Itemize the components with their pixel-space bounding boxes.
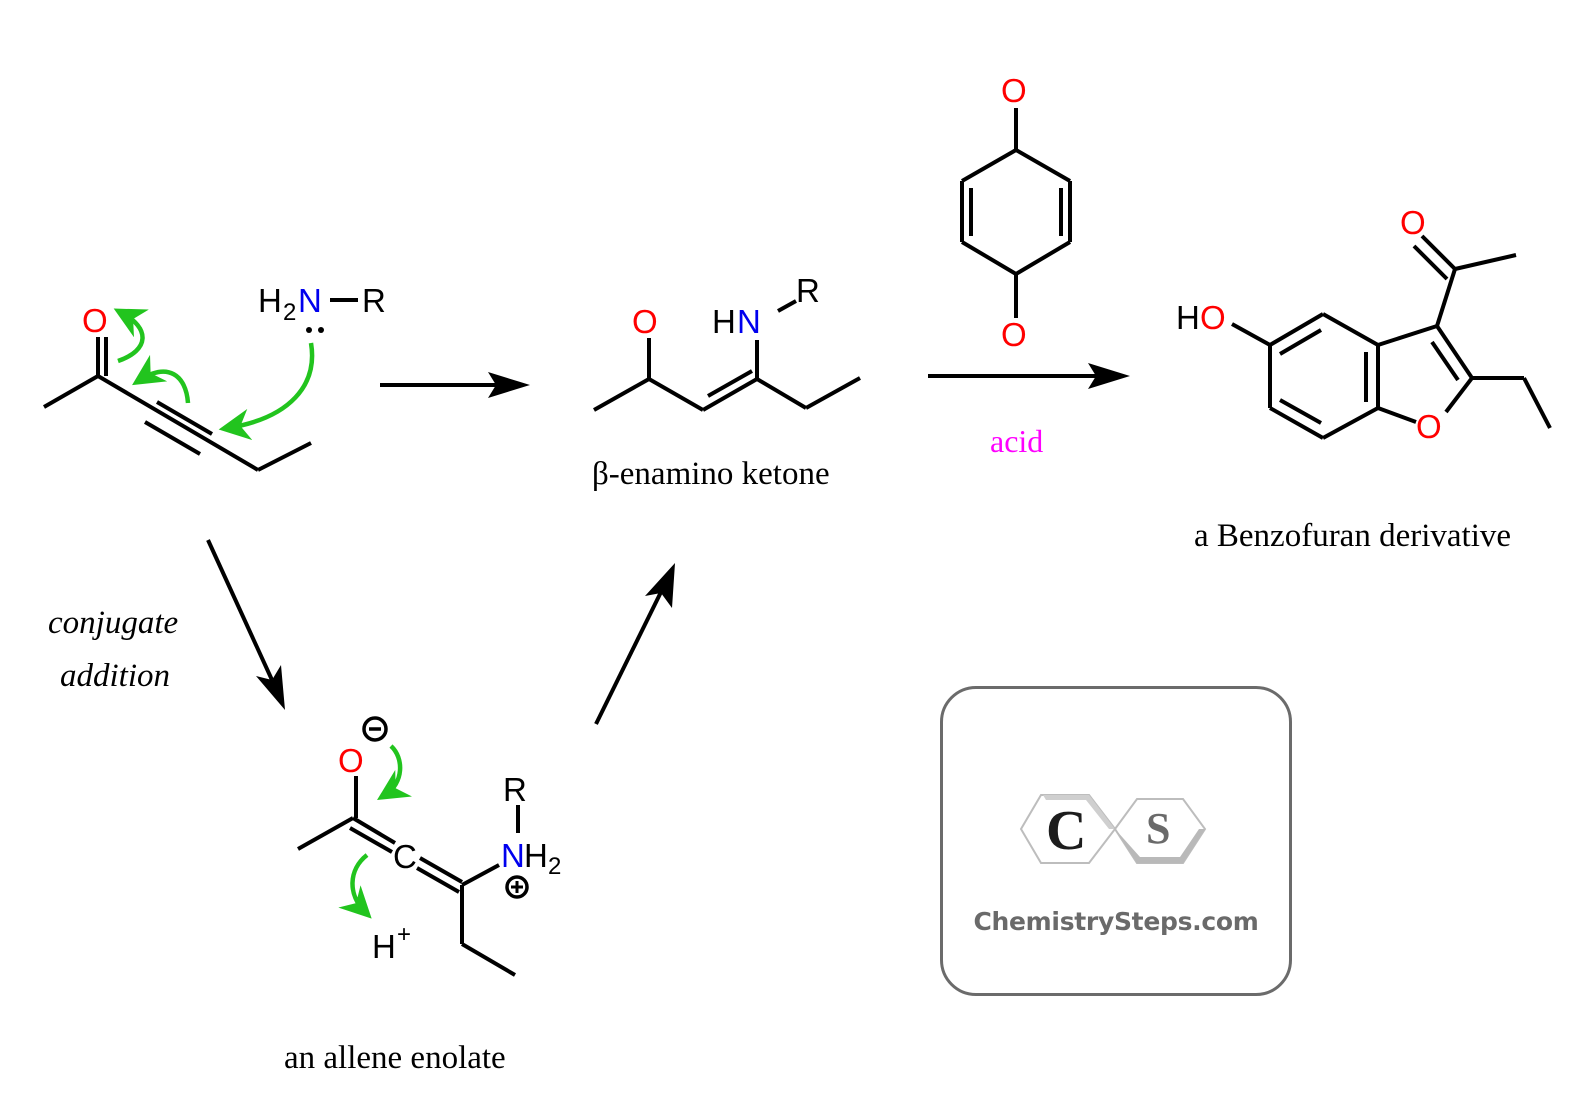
atom-oxygen: O: [632, 303, 658, 340]
atom-oxygen: O: [1400, 204, 1426, 241]
atom-hydrogen: H: [712, 303, 736, 340]
atom-hydrogen: H: [258, 282, 282, 319]
negative-charge-icon: [362, 716, 388, 742]
atom-r: R: [503, 771, 527, 808]
curved-arrow-icon: [132, 354, 191, 404]
atom-r: R: [362, 282, 386, 319]
curved-arrow-icon: [338, 853, 372, 919]
lone-pair-dot: [306, 327, 312, 333]
reagent-acid: acid: [990, 423, 1043, 459]
atom-nitrogen: N: [737, 303, 761, 340]
positive-charge-icon: [505, 875, 529, 899]
atom-hydrogen: H: [524, 837, 548, 874]
curved-arrow-icon: [218, 342, 315, 441]
atom-hydrogen: H: [372, 928, 396, 965]
curved-arrow-icon: [113, 308, 149, 364]
chemistrysteps-logo: C S ChemistrySteps.com: [940, 686, 1292, 996]
subscript-2: 2: [283, 299, 296, 326]
caption-conjugate: conjugate: [48, 605, 178, 641]
logo-letter-s: S: [1146, 804, 1170, 853]
logo-text: ChemistrySteps.com: [973, 907, 1259, 936]
ynone-molecule: O: [43, 302, 312, 472]
atom-nitrogen: N: [298, 282, 322, 319]
logo-letter-c: C: [1046, 800, 1086, 862]
atom-oxygen: O: [1416, 408, 1442, 445]
cs-hexagon-logo-icon: C S: [1019, 794, 1207, 864]
benzoquinone-reagent: O O: [960, 72, 1072, 353]
atom-oxygen: O: [82, 302, 108, 339]
curved-arrow-icon: [377, 744, 413, 801]
subscript-2: 2: [548, 853, 561, 880]
lone-pair-dot: [318, 327, 324, 333]
atom-nitrogen: N: [501, 837, 525, 874]
amine-reagent: H 2 N R: [258, 282, 386, 333]
reaction-arrow: [928, 363, 1130, 389]
superscript-plus: +: [397, 921, 411, 948]
reaction-arrow-up: [594, 563, 675, 725]
reaction-arrow: [380, 372, 530, 398]
caption-allene-enolate: an allene enolate: [284, 1040, 506, 1076]
atom-carbon: C: [393, 838, 417, 875]
caption-benzofuran: a Benzofuran derivative: [1194, 518, 1511, 554]
benzofuran-molecule: H O O O: [1176, 204, 1552, 445]
atom-r: R: [796, 272, 820, 309]
atom-oxygen: O: [338, 742, 364, 779]
atom-hydrogen: H: [1176, 299, 1200, 336]
atom-oxygen: O: [1001, 316, 1027, 353]
enamino-ketone-molecule: O H N R: [593, 272, 861, 412]
atom-oxygen: O: [1200, 299, 1226, 336]
reaction-arrow-down: [206, 539, 285, 710]
caption-addition: addition: [60, 658, 170, 694]
atom-oxygen: O: [1001, 72, 1027, 109]
caption-enamino-ketone: β-enamino ketone: [592, 456, 830, 492]
allene-enolate-molecule: O C R N H 2 H +: [297, 716, 561, 977]
